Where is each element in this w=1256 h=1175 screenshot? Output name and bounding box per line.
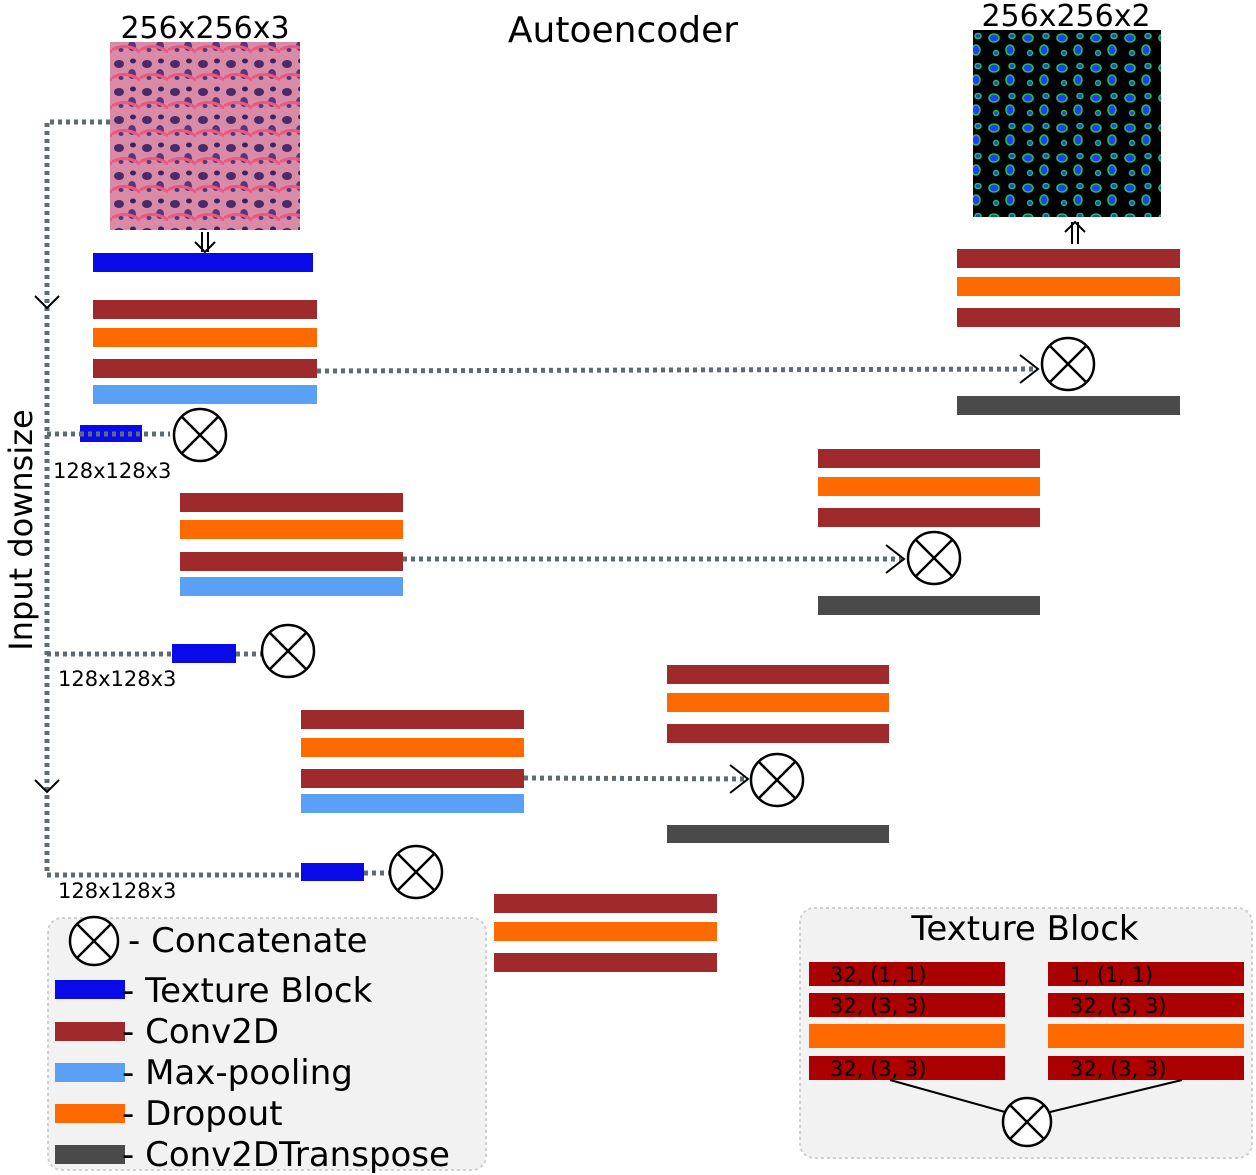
texture-dropout-layer: [809, 1024, 1005, 1048]
texture-conv-layer: [809, 962, 1005, 986]
texture-block-layer: [172, 644, 236, 663]
dropout-layer: [818, 477, 1040, 496]
texture-connector: [889, 1079, 1006, 1113]
texture-conv-layer: [809, 993, 1005, 1017]
conv2d-layer: [180, 552, 403, 571]
max-pooling-layer: [93, 385, 317, 404]
max-pooling-layer: [180, 577, 403, 596]
conv2d-layer: [93, 359, 317, 378]
input-downsize-label: Input downsize: [2, 409, 40, 650]
texture-conv-label: 32, (3, 3): [830, 994, 927, 1018]
conv2d-layer: [957, 308, 1180, 327]
conv2d-layer: [180, 493, 403, 512]
downsize-label-1: 128x128x3: [53, 459, 171, 483]
conv2d-layer: [494, 894, 717, 913]
conv2d-layer: [667, 665, 889, 684]
texture-block-layer: [80, 425, 142, 442]
texture-conv-layer: [809, 1056, 1005, 1080]
legend-conv2d-transpose: - Conv2DTranspose: [122, 1135, 450, 1175]
texture-conv-layer: [1048, 993, 1244, 1017]
diagram-title: Autoencoder: [508, 10, 738, 51]
legend-swatch-conv2d: [55, 1022, 125, 1041]
output-dimension-label: 256x256x2: [981, 0, 1150, 34]
skip-connection: [316, 354, 1040, 384]
legend-swatch-texture-block: [55, 980, 125, 999]
conv2d-layer: [957, 249, 1180, 268]
legend-texture-block: - Texture Block: [122, 971, 373, 1011]
dropout-layer: [957, 277, 1180, 296]
concatenate-icon: [260, 623, 316, 679]
concatenate-icon: [749, 752, 805, 808]
texture-conv-layer: [1048, 1056, 1244, 1080]
legend: - Concatenate - Texture Block - Conv2D -…: [47, 915, 487, 1175]
texture-conv-label: 32, (1, 1): [830, 963, 927, 987]
conv2d-layer: [818, 508, 1040, 527]
conv2d-layer: [301, 710, 524, 729]
dropout-layer: [494, 922, 717, 941]
dropout-layer: [667, 693, 889, 712]
concatenate-icon: [1001, 1096, 1053, 1148]
legend-swatch-max-pooling: [55, 1063, 125, 1082]
conv2d-layer: [494, 953, 717, 972]
legend-concatenate: - Concatenate: [128, 921, 368, 961]
concatenate-icon: [388, 844, 444, 900]
legend-swatch-dropout: [55, 1104, 125, 1123]
legend-dropout: - Dropout: [122, 1094, 283, 1134]
skip-connection: [523, 764, 750, 794]
downsize-arrow-icon: [34, 295, 60, 794]
texture-conv-label: 1, (1, 1): [1070, 963, 1153, 987]
texture-conv-label: 32, (3, 3): [1070, 994, 1167, 1018]
texture-conv-label: 32, (3, 3): [830, 1057, 927, 1081]
conv2d-layer: [818, 449, 1040, 468]
concatenate-icon: [68, 915, 120, 967]
conv2d-transpose-layer: [818, 596, 1040, 615]
conv2d-layer: [667, 724, 889, 743]
conv2d-transpose-layer: [957, 396, 1180, 415]
downsize-label-3: 128x128x3: [58, 879, 176, 903]
texture-conv-label: 32, (3, 3): [1070, 1057, 1167, 1081]
dropout-layer: [93, 328, 317, 347]
texture-block-inset: Texture Block 32, (1, 1) 32, (3, 3) 32, …: [799, 907, 1253, 1159]
texture-connector: [1049, 1079, 1183, 1113]
input-dimension-label: 256x256x3: [120, 11, 289, 46]
texture-block-title: Texture Block: [910, 909, 1139, 949]
texture-dropout-layer: [1048, 1024, 1244, 1048]
downsize-path: [44, 119, 300, 878]
texture-block-layer: [301, 863, 364, 881]
concatenate-icon: [906, 530, 962, 586]
legend-conv2d: - Conv2D: [122, 1012, 279, 1052]
legend-max-pooling: - Max-pooling: [122, 1053, 353, 1093]
conv2d-layer: [301, 769, 524, 788]
dropout-layer: [180, 520, 403, 539]
input-arrow: [194, 232, 216, 254]
texture-block-layer: [93, 253, 313, 272]
skip-connection: [403, 544, 906, 574]
output-segmentation-image: [973, 30, 1161, 217]
dropout-layer: [301, 738, 524, 757]
downsize-label-2: 128x128x3: [58, 667, 176, 691]
conv2d-layer: [93, 300, 317, 319]
concatenate-icon: [1040, 336, 1096, 392]
output-arrow: [1064, 220, 1086, 244]
input-histology-image: [110, 42, 300, 230]
max-pooling-layer: [301, 794, 524, 813]
texture-conv-layer: [1048, 962, 1244, 986]
conv2d-transpose-layer: [667, 825, 889, 843]
concatenate-icon: [172, 407, 228, 463]
legend-swatch-conv2d-transpose: [55, 1145, 125, 1164]
